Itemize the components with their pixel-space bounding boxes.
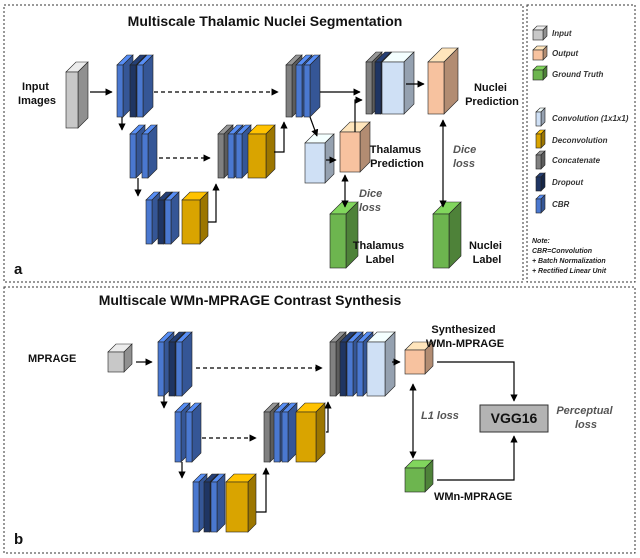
thalamus-prediction-label: Thalamus Prediction [370,144,424,170]
synthesized-output [404,341,434,375]
legend-note: Note: CBR=Convolution + Batch Normalizat… [532,238,608,275]
b-l1-conv1x1 [366,331,396,397]
legend-swatch-1 [532,45,548,61]
legend-input: Input [552,29,572,38]
a-nuclei-gt [432,201,462,269]
thalamus-label-text: Thalamus Label [353,240,407,266]
l1-loss-label: L1 loss [421,410,459,422]
legend-swatch-5 [535,150,546,170]
a-l3-cbr-2 [164,191,180,245]
dice-loss-nuclei: Dice loss [453,144,479,170]
legend-deconv: Deconvolution [552,136,608,145]
nuclei-prediction-label: Nuclei Prediction [465,82,519,108]
a-thalamus-gt [329,201,359,269]
b-l2-cbr-4 [281,402,298,463]
b-l3-cbr-2 [210,473,226,533]
arrow-thalamus-to-final [354,96,363,132]
panel-a-border [3,4,524,283]
legend-ground-truth: Ground Truth [552,70,604,79]
b-l2-cbr-2 [185,402,202,463]
legend-output: Output [552,49,579,58]
a-l3-deconv [181,191,209,245]
mprage-label: MPRAGE [28,353,76,365]
b-l2-deconv [295,402,326,463]
wmn-mprage-label: WMn-MPRAGE [434,491,512,503]
legend-swatch-3 [535,107,546,127]
dice-loss-thalamus: Dice loss [359,188,385,214]
legend-cbr: CBR [552,200,570,209]
input-images-label: Input Images [18,81,56,107]
panel-a-letter: a [14,261,23,278]
mprage-volume [107,343,133,373]
a-nuclei-output [427,47,459,115]
legend-dropout: Dropout [552,178,583,187]
legend-border [526,4,636,283]
legend-swatch-6 [535,172,546,192]
panel-b-letter: b [14,531,23,548]
legend-concat: Concatenate [552,156,601,165]
a-l1-cbr-4 [303,54,321,118]
arrow-target-to-vgg [437,435,518,481]
perceptual-loss-label: Perceptual loss [556,405,615,431]
arrow-b-l3-up [256,467,270,513]
vgg16-label: VGG16 [491,410,538,426]
a-final-conv1x1 [381,51,415,115]
a-l1-cbr-2 [136,54,154,118]
b-l1-cbr-2 [175,331,193,397]
arrow-l2-up [274,121,288,153]
input-images-volume [65,61,89,129]
legend-swatch-2 [532,65,548,81]
legend-swatch-4 [535,129,546,149]
vgg16-box [479,404,549,433]
wmn-mprage-target [404,459,434,493]
panel-b-title: Multiscale WMn-MPRAGE Contrast Synthesis [99,292,402,308]
legend-swatch-0 [532,25,548,41]
arrow-b-l2-up [324,401,332,433]
a-l2-deconv [247,124,276,179]
arrow-l1-to-thalamus [309,116,319,137]
synthesized-label: Synthesized WMn-MPRAGE [426,324,504,350]
panel-a-title: Multiscale Thalamic Nuclei Segmentation [128,13,403,29]
a-l2-cbr-2 [141,124,158,179]
legend-conv1x1: Convolution (1x1x1) [552,114,629,123]
nuclei-label-text: Nuclei Label [469,240,505,266]
b-l3-deconv [225,473,257,533]
arrow-l3-up [208,183,220,223]
arrow-synth-to-vgg [437,361,518,402]
a-thalamus-conv1x1 [304,133,335,184]
legend-swatch-7 [535,194,546,214]
panel-b-border [3,286,636,554]
